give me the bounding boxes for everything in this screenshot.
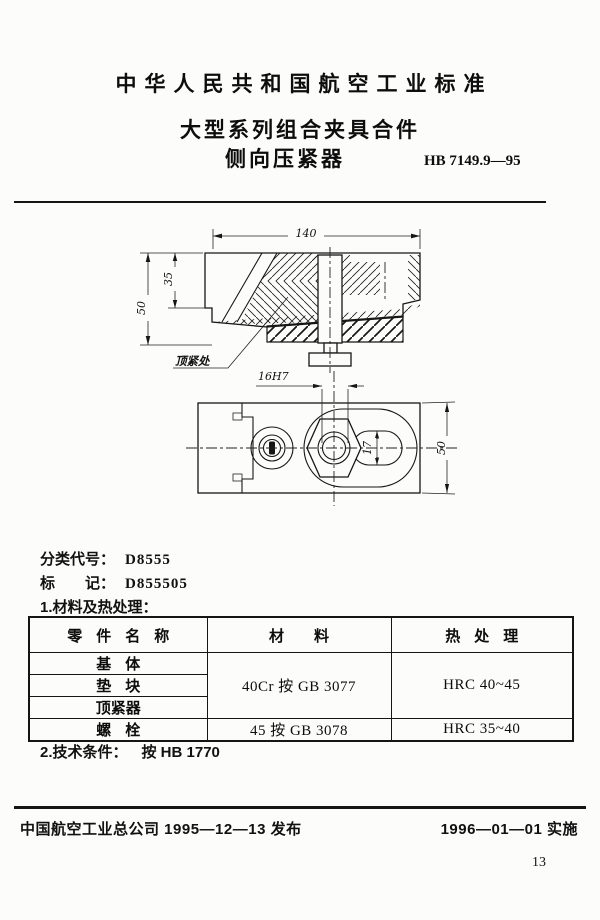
hatch-region-right-of-bolt [342,262,380,295]
treatment-hrc40-45: HRC 40~45 [390,652,574,719]
table-header-row: 零件名称 材料 热处理 [28,616,574,653]
hatch-sloped-strip [212,302,420,326]
hatch-collar-right [342,255,350,262]
classification-line: 分类代号： D8555 [40,548,171,569]
leader-line-clamp-point [173,296,289,369]
part-name-bolt: 螺栓 [28,718,208,742]
publisher-line: 中国航空工业总公司 1995—12—13 发布 [20,821,302,838]
part-name-jack: 顶紧器 [28,696,208,719]
header-heat-treatment: 热处理 [390,616,574,653]
slope-face-line1 [221,252,263,323]
table-row: 螺栓 45 按 GB 3078 HRC 35~40 [28,718,574,742]
hatch-region-upper-left [261,253,318,281]
header-material: 材料 [206,616,392,653]
section2-value: 按 HB 1770 [141,744,220,761]
material-45: 45 按 GB 3078 [206,718,392,742]
document-title-line1: 大型系列组合夹具合件 [180,119,420,142]
footer-rule [14,806,586,809]
marking-label: 标 记： [40,575,116,592]
implementation-line: 1996—01—01 实施 [440,821,578,838]
classification-value: D8555 [125,552,171,568]
dim-16h7-label: 16H7 [258,370,289,383]
technical-drawing: 140 50 35 顶紧处 [0,205,600,535]
dim-140-label: 140 [296,227,317,240]
section2-heading: 2.技术条件： 按 HB 1770 [40,741,220,762]
section1-heading: 1.材料及热处理： [40,599,158,616]
document-title-line2: 侧向压紧器 [225,148,345,171]
hatch-collar-left [310,255,318,262]
marking-line: 标 记： D855505 [40,572,188,593]
bolt-neck [323,342,338,354]
part-name-pad: 垫块 [28,674,208,697]
header-part-name: 零件名称 [28,616,208,653]
header-rule [14,201,546,203]
clamp-point-label: 顶紧处 [175,355,211,368]
part-name-base: 基体 [28,652,208,675]
notch-tooth-bottom [232,473,243,482]
hatch-region-lower-left [240,281,318,324]
national-standard-title: 中华人民共和国航空工业标准 [115,73,493,96]
ext-line-plan-bottom [421,492,456,495]
treatment-hrc35-40: HRC 35~40 [390,718,574,742]
table-row: 基体 40Cr 按 GB 3077 HRC 40~45 [28,652,574,719]
screw-head [258,434,286,462]
dim-50-side-label: 50 [135,301,148,315]
page-number: 13 [532,855,546,870]
table-row: 垫块 [28,674,573,697]
table-row: 顶紧器 [28,696,573,719]
section2-label: 2.技术条件： [40,744,128,761]
standard-code: HB 7149.9—95 [424,153,521,169]
slope-face-line2 [236,252,278,323]
notch-tooth-top [232,412,243,421]
dim-35-label: 35 [162,272,175,286]
ext-line-plan-top [421,401,456,404]
material-40cr: 40Cr 按 GB 3077 [206,652,392,719]
marking-value: D855505 [125,576,188,592]
hatch-region-right-edge [408,255,420,300]
classification-label: 分类代号： [40,551,116,568]
material-table: 零件名称 材料 热处理 基体 40Cr 按 GB 3077 HRC 40~45 … [28,616,574,742]
drawing-svg: 140 50 35 顶紧处 [135,226,458,506]
